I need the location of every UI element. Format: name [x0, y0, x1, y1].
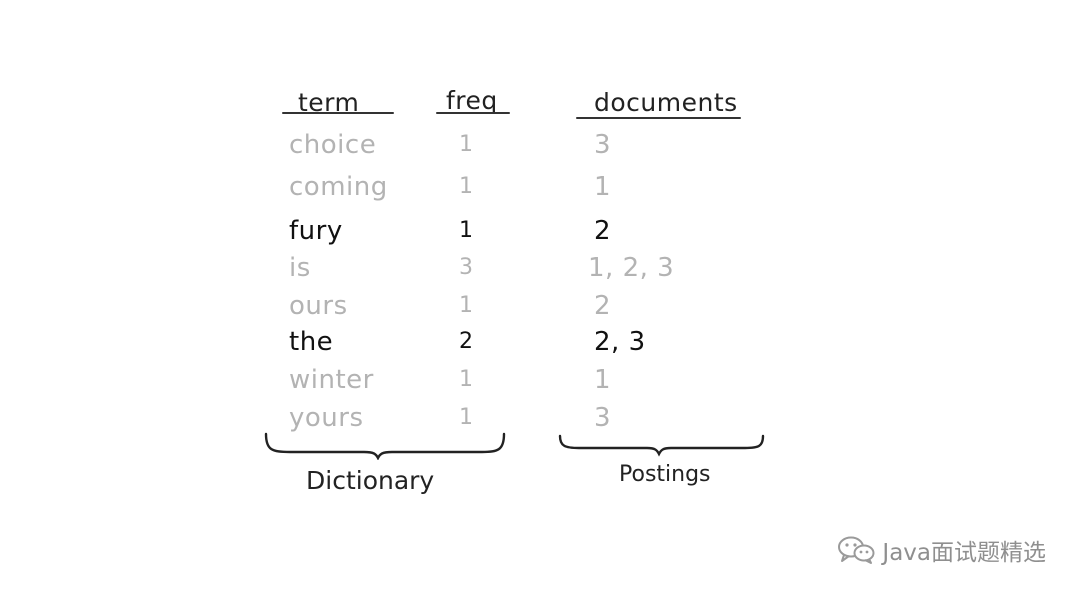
header-freq-underline	[436, 112, 510, 114]
dictionary-label: Dictionary	[306, 466, 435, 495]
row-freq-cell: 1	[459, 293, 474, 318]
row-term-cell: coming	[289, 172, 388, 202]
dictionary-brace	[264, 432, 506, 460]
postings-brace	[558, 434, 765, 457]
row-term-cell: choice	[289, 130, 377, 160]
header-term-underline	[282, 112, 394, 114]
row-term-cell: ours	[289, 291, 348, 321]
header-documents-underline	[576, 117, 741, 119]
row-freq-cell: 1	[459, 367, 474, 392]
row-freq-cell: 1	[459, 174, 474, 199]
row-docs-cell: 3	[594, 403, 612, 433]
row-docs-cell: 1	[594, 365, 612, 395]
postings-label: Postings	[619, 462, 711, 487]
row-freq-cell: 1	[459, 218, 474, 243]
row-freq-cell: 3	[459, 255, 474, 280]
row-term-cell: the	[289, 327, 334, 357]
watermark: Java面试题精选	[836, 533, 1046, 567]
row-freq-cell: 2	[459, 329, 474, 354]
row-docs-cell: 2	[594, 216, 612, 246]
header-freq: freq	[446, 86, 498, 115]
header-documents: documents	[594, 88, 738, 117]
row-docs-cell: 2, 3	[594, 327, 646, 357]
watermark-text: Java面试题精选	[882, 540, 1046, 566]
row-term-cell: yours	[289, 403, 364, 433]
row-term-cell: is	[289, 253, 311, 283]
row-freq-cell: 1	[459, 405, 474, 430]
row-term-cell: winter	[289, 365, 374, 395]
row-term-cell: fury	[289, 216, 343, 246]
row-freq-cell: 1	[459, 132, 474, 157]
row-docs-cell: 1, 2, 3	[588, 253, 675, 283]
row-docs-cell: 1	[594, 172, 612, 202]
row-docs-cell: 2	[594, 291, 612, 321]
row-docs-cell: 3	[594, 130, 612, 160]
wechat-icon	[836, 535, 876, 565]
